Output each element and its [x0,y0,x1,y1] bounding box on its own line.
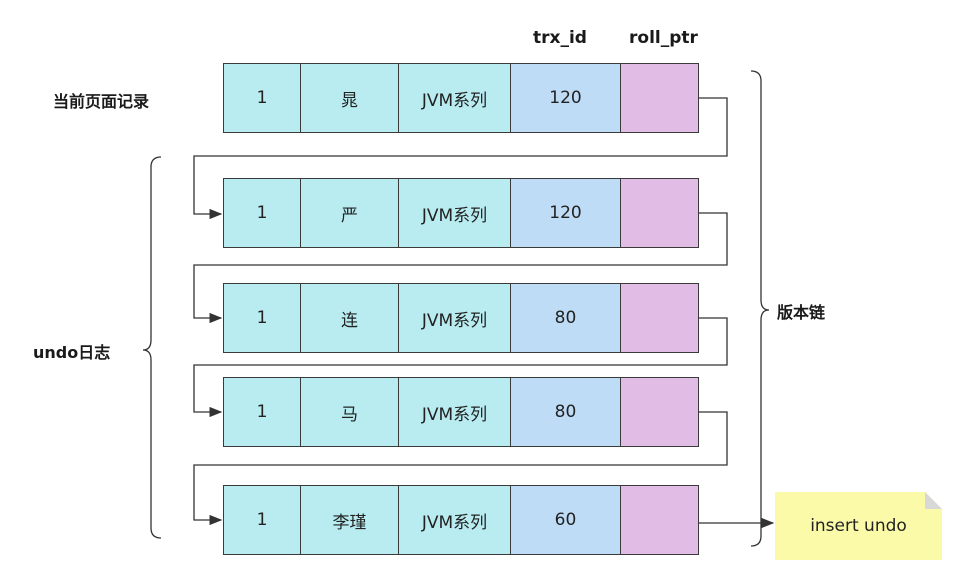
undo-log-label: undo日志 [33,343,111,362]
cell-roll-ptr [620,63,699,133]
cell-roll-ptr [620,485,699,555]
cell-name: 晁 [300,63,399,133]
undo-row-1: 1 严 JVM系列 120 [223,178,699,248]
cell-roll-ptr [620,178,699,248]
chain-link-3 [193,317,728,418]
cell-id: 1 [223,485,301,555]
cell-id: 1 [223,63,301,133]
insert-undo-note: insert undo [775,492,942,560]
version-chain-brace [750,70,770,547]
cell-name: 严 [300,178,399,248]
chain-link-2 [193,212,728,324]
cell-class: JVM系列 [398,485,511,555]
note-folded-corner [925,492,942,509]
cell-name: 连 [300,283,399,353]
version-chain-label: 版本链 [777,303,826,322]
insert-undo-note-text: insert undo [810,516,907,536]
cell-roll-ptr [620,377,699,447]
undo-row-3: 1 马 JVM系列 80 [223,377,699,447]
chain-link-1 [193,97,728,220]
undo-row-2: 1 连 JVM系列 80 [223,283,699,353]
cell-class: JVM系列 [398,377,511,447]
chain-link-4 [193,411,728,526]
cell-trx-id: 60 [510,485,621,555]
cell-class: JVM系列 [398,63,511,133]
record-row-current: 1 晁 JVM系列 120 [223,63,699,133]
cell-name: 马 [300,377,399,447]
header-roll-ptr: roll_ptr [629,28,698,48]
cell-class: JVM系列 [398,178,511,248]
cell-trx-id: 120 [510,178,621,248]
header-trx-id: trx_id [533,28,587,48]
cell-id: 1 [223,377,301,447]
cell-id: 1 [223,178,301,248]
cell-trx-id: 80 [510,283,621,353]
cell-trx-id: 80 [510,377,621,447]
undo-row-4: 1 李瑾 JVM系列 60 [223,485,699,555]
cell-roll-ptr [620,283,699,353]
cell-id: 1 [223,283,301,353]
cell-name: 李瑾 [300,485,399,555]
cell-trx-id: 120 [510,63,621,133]
undo-log-brace [142,156,162,539]
insert-undo-note-shape [775,492,942,560]
cell-class: JVM系列 [398,283,511,353]
current-record-label: 当前页面记录 [53,92,150,111]
